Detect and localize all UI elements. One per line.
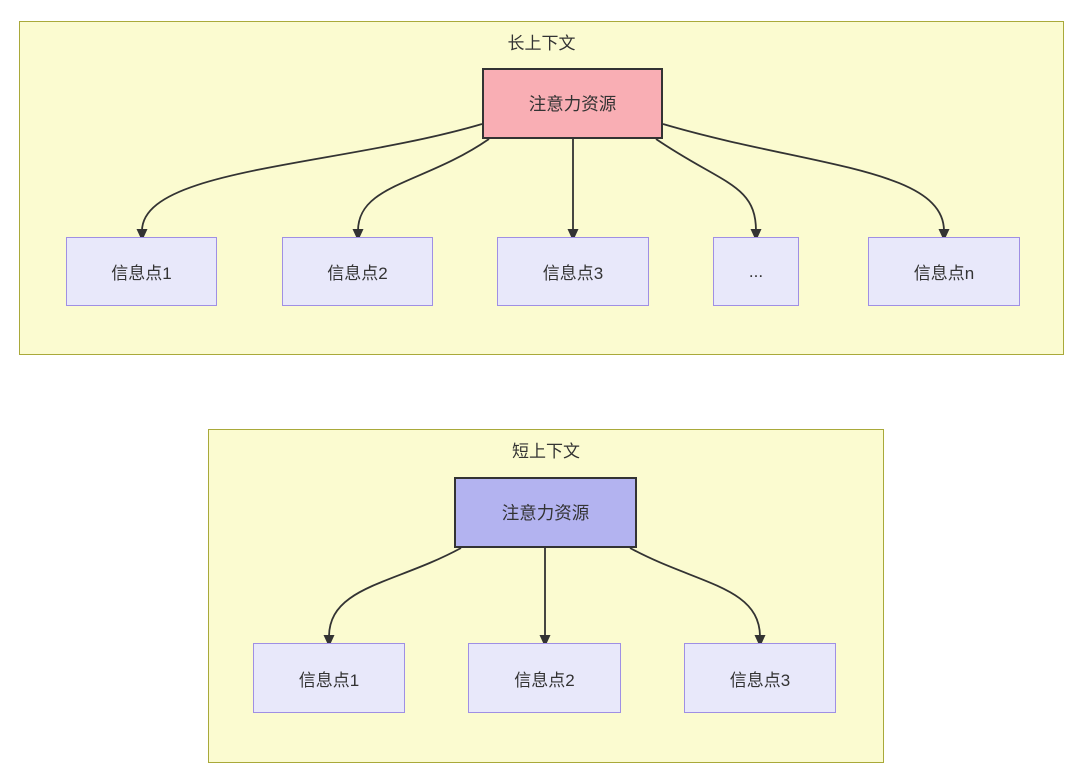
long-info-point-2-node: 信息点2 bbox=[282, 237, 433, 306]
long-info-point-ellipsis-node: ... bbox=[713, 237, 799, 306]
short-info-point-1-node: 信息点1 bbox=[253, 643, 405, 713]
short-attention-resource-node: 注意力资源 bbox=[454, 477, 637, 548]
short-info-point-2-node: 信息点2 bbox=[468, 643, 621, 713]
long-info-point-n-node: 信息点n bbox=[868, 237, 1020, 306]
long-context-group-title: 长上下文 bbox=[507, 34, 576, 53]
long-info-point-1-node: 信息点1 bbox=[66, 237, 217, 306]
short-info-point-3-node: 信息点3 bbox=[684, 643, 836, 713]
long-attention-resource-node: 注意力资源 bbox=[482, 68, 663, 139]
long-info-point-3-node: 信息点3 bbox=[497, 237, 649, 306]
short-context-group-title: 短上下文 bbox=[512, 442, 580, 461]
